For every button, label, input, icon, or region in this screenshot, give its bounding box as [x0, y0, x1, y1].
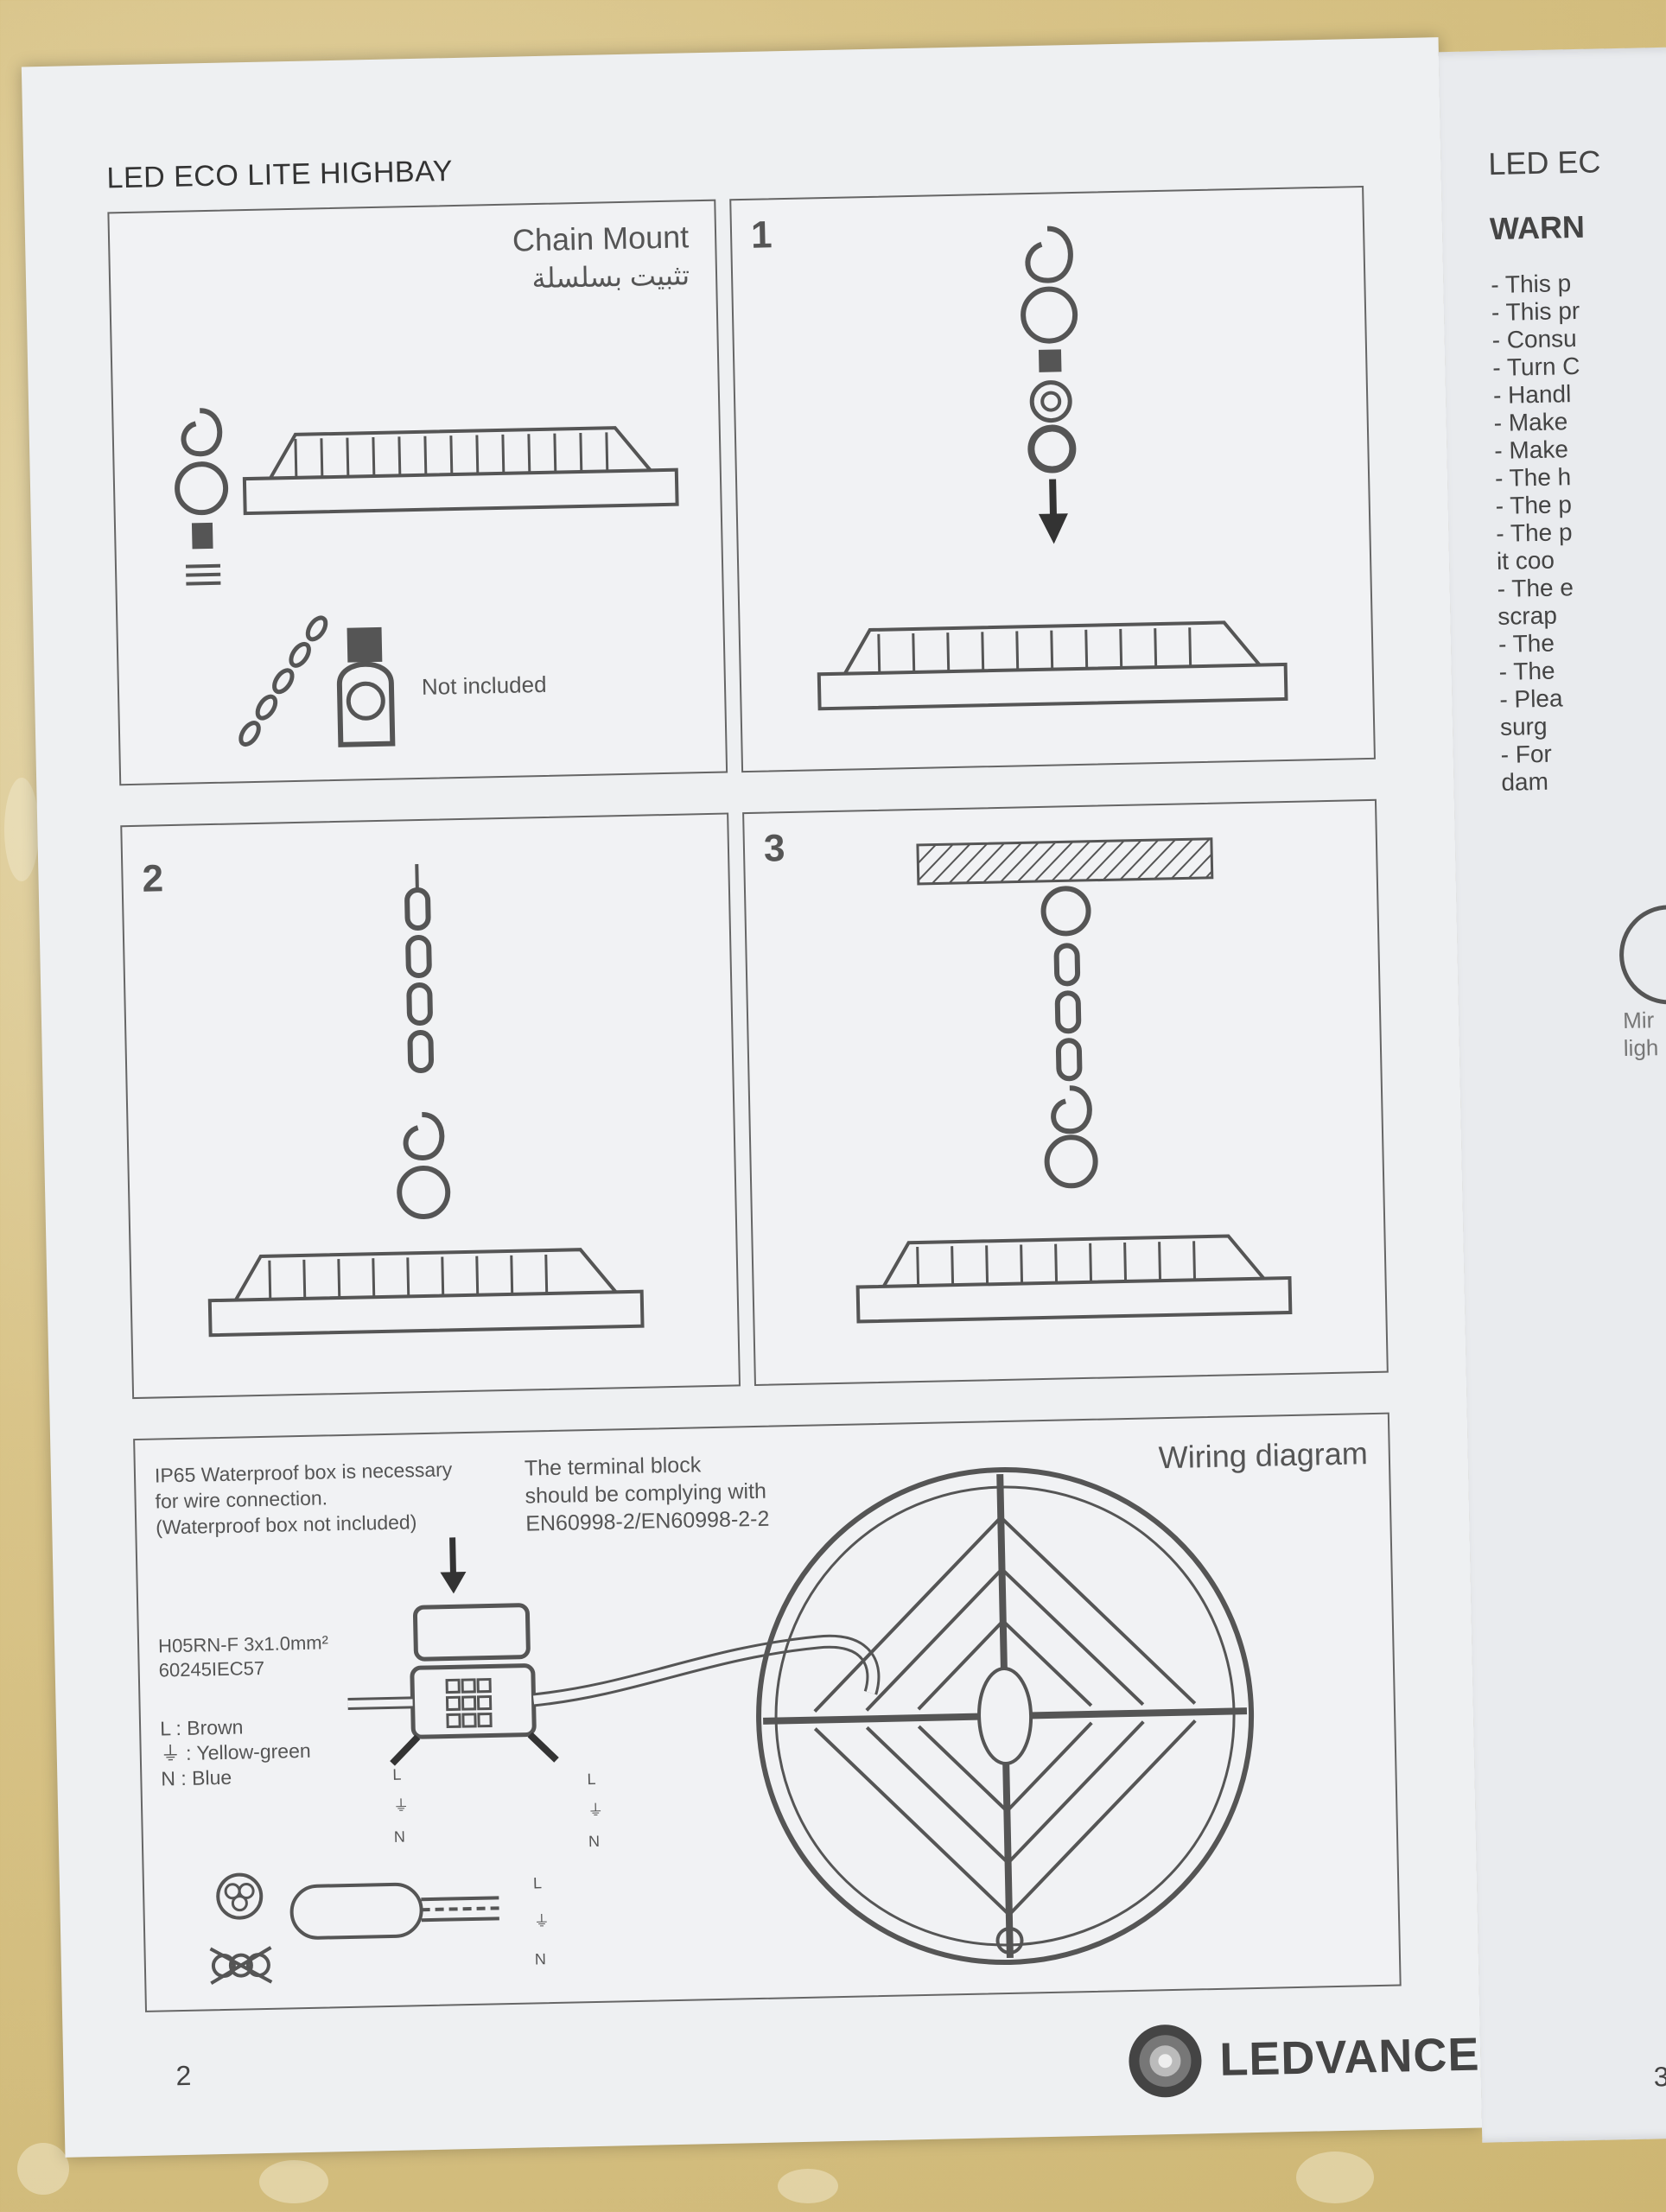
right-page-fragment: Mir [1622, 1007, 1655, 1034]
chain-illustration [238, 615, 328, 747]
terminal-labels-cable: L ⏚ N [532, 1874, 550, 1968]
luminaire-top-view-illustration [756, 1467, 1255, 1966]
panel-wiring-diagram: Wiring diagram IP65 Waterproof box is ne… [133, 1412, 1402, 2012]
wire-color-legend: L : Brown ⏚ : Yellow-green N : Blue [159, 1715, 311, 1790]
panel-step-3: 3 [742, 798, 1389, 1387]
page-number-right: 3 [1653, 2061, 1666, 2093]
terminal-labels-right: L ⏚ N [587, 1770, 604, 1851]
panel-step-2: 2 [120, 812, 741, 1400]
chain-mount-title: Chain Mount [512, 219, 690, 258]
stripped-cable-illustration [289, 1882, 504, 1940]
ledvance-logo-icon [1129, 2024, 1202, 2098]
luminaire-illustration [855, 1234, 1293, 1324]
right-page: LED EC WARN - This p - This pr - Consu -… [1438, 46, 1666, 2143]
hook-assembly-illustration [1021, 226, 1078, 544]
right-page-heading: WARN [1489, 208, 1586, 247]
cable-illustration [532, 1634, 881, 1707]
step-number: 3 [763, 827, 785, 870]
ledvance-logo: LEDVANCE [1126, 2016, 1481, 2101]
shackle-illustration [336, 626, 396, 747]
cable-spec: H05RN-F 3x1.0mm² 60245IEC57 [157, 1631, 329, 1681]
right-page-fragment: ligh [1623, 1034, 1659, 1062]
terminal-labels-left: L ⏚ N [392, 1765, 410, 1846]
panel-step-1: 1 [729, 185, 1376, 773]
document-title: LED ECO LITE HIGHBAY [106, 155, 454, 195]
hook-illustration [175, 408, 229, 586]
step-number: 2 [142, 857, 164, 900]
waterproof-note: IP65 Waterproof box is necessary for wir… [154, 1458, 453, 1539]
suspended-chain-illustration [1040, 886, 1098, 1189]
page-number-left: 2 [175, 2059, 192, 2092]
left-page: LED ECO LITE HIGHBAY Chain Mount تثبيت ب… [21, 37, 1483, 2158]
correct-connection-icon [216, 1872, 264, 1920]
chain-mount-title-arabic: تثبيت بسلسلة [531, 259, 690, 295]
luminaire-illustration [817, 620, 1288, 711]
step-number: 1 [750, 213, 773, 257]
chain-hook-illustration [397, 864, 451, 1219]
junction-box-illustration [347, 1537, 559, 1766]
luminaire-illustration [242, 426, 679, 516]
not-included-label: Not included [421, 671, 547, 700]
terminal-note: The terminal block should be complying w… [524, 1452, 770, 1536]
brand-name: LEDVANCE [1218, 2028, 1481, 2086]
panel-chain-mount: Chain Mount تثبيت بسلسلة Not included [107, 199, 728, 786]
luminaire-illustration [207, 1248, 645, 1338]
wrong-connection-icon [209, 1946, 273, 1986]
right-page-circle-icon [1619, 905, 1666, 1005]
right-page-title: LED EC [1487, 143, 1601, 182]
ceiling-illustration [916, 837, 1214, 886]
